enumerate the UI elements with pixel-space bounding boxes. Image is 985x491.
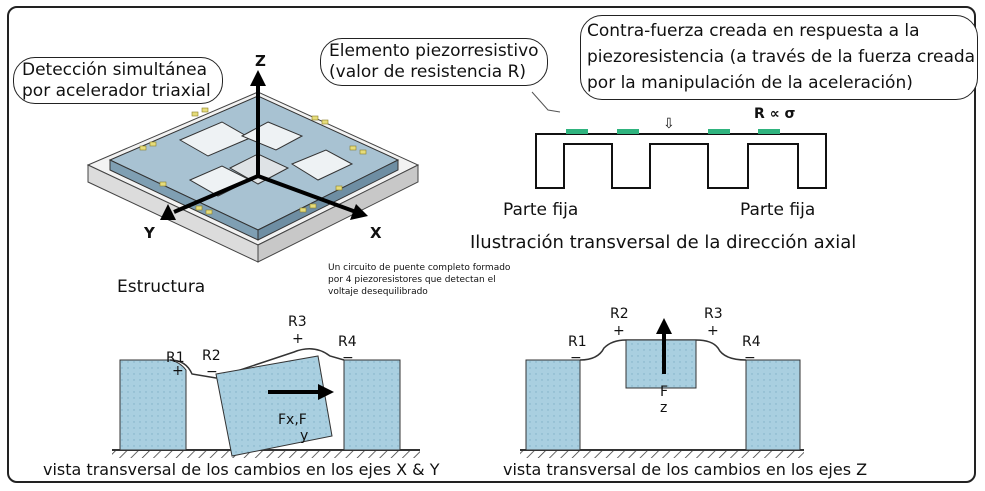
callout-counterforce-line-3: por la manipulación de la aceleración) [587, 73, 913, 93]
callout-triaxial-line-2: por acelerador triaxial [22, 81, 211, 101]
bridge-note-line-1: Un circuito de puente completo formado [328, 263, 511, 273]
z-force-label-1: F [660, 384, 668, 400]
xy-force-arrow [268, 384, 334, 400]
z-r2-sign: + [613, 323, 625, 339]
xy-cross-section [112, 348, 420, 458]
z-r3-label: R3 [704, 306, 723, 322]
axial-caption: Ilustración transversal de la dirección … [470, 232, 857, 253]
z-force-label-2: z [660, 400, 667, 416]
xy-force-label-1: Fx,F [278, 412, 307, 428]
xy-force-label-2: y [300, 428, 308, 444]
callout-element: Elemento piezorresistivo (valor de resis… [320, 38, 548, 86]
axial-cross-section [535, 129, 827, 189]
structure-caption: Estructura [117, 277, 206, 297]
xy-r1-sign: + [172, 363, 184, 379]
piezo-element-3 [708, 129, 730, 134]
callout-counterforce-line-1: Contra-fuerza creada en respuesta a la [587, 21, 920, 41]
xy-r4-sign: − [342, 350, 354, 366]
xy-r2-label: R2 [202, 348, 221, 364]
axis-y-label: Y [143, 224, 156, 242]
piezo-element-1 [566, 129, 588, 134]
xy-r3-sign: + [292, 331, 304, 347]
xy-r3-label: R3 [288, 314, 307, 330]
axis-z-label: Z [255, 52, 266, 70]
z-r4-label: R4 [742, 334, 761, 350]
callout-element-line-1: Elemento piezorresistivo [329, 41, 539, 61]
z-view-caption: vista transversal de los cambios en los … [503, 460, 868, 479]
z-r1-label: R1 [568, 334, 587, 350]
callout-element-line-2: (valor de resistencia R) [329, 62, 527, 82]
callout-counterforce: Contra-fuerza creada en respuesta a la p… [580, 15, 978, 100]
fixed-right-label: Parte fija [740, 200, 816, 220]
z-force-arrow [656, 318, 672, 374]
axis-arrows [160, 70, 368, 220]
element-leader [531, 91, 561, 113]
xy-view-caption: vista transversal de los cambios en los … [43, 460, 440, 479]
accelerometer-chip [86, 91, 420, 263]
axis-x-label: X [370, 224, 382, 242]
xy-r4-label: R4 [338, 334, 357, 350]
callout-triaxial: Detección simultánea por acelerador tria… [13, 57, 223, 104]
z-r1-sign: − [570, 350, 582, 366]
z-r3-sign: + [707, 323, 719, 339]
piezo-element-2 [617, 129, 639, 134]
bridge-note: Un circuito de puente completo formado p… [328, 262, 510, 298]
bridge-note-line-2: por 4 piezoresistores que detectan el [328, 275, 496, 285]
piezo-element-4 [758, 129, 780, 134]
z-r2-label: R2 [610, 306, 629, 322]
callout-counterforce-line-2: piezoresistencia (a través de la fuerza … [587, 47, 976, 67]
xy-r1-label: R1 [166, 350, 185, 366]
axial-force-arrow: ⇩ [663, 116, 675, 132]
bridge-note-line-3: voltaje desequilibrado [328, 287, 428, 297]
z-r4-sign: − [744, 350, 756, 366]
callout-triaxial-line-1: Detección simultánea [22, 60, 208, 80]
axial-formula: R ∝ σ [754, 106, 795, 122]
fixed-left-label: Parte fija [503, 200, 579, 220]
xy-r2-sign: − [206, 364, 218, 380]
z-cross-section [520, 339, 804, 458]
figure-frame [7, 6, 976, 483]
